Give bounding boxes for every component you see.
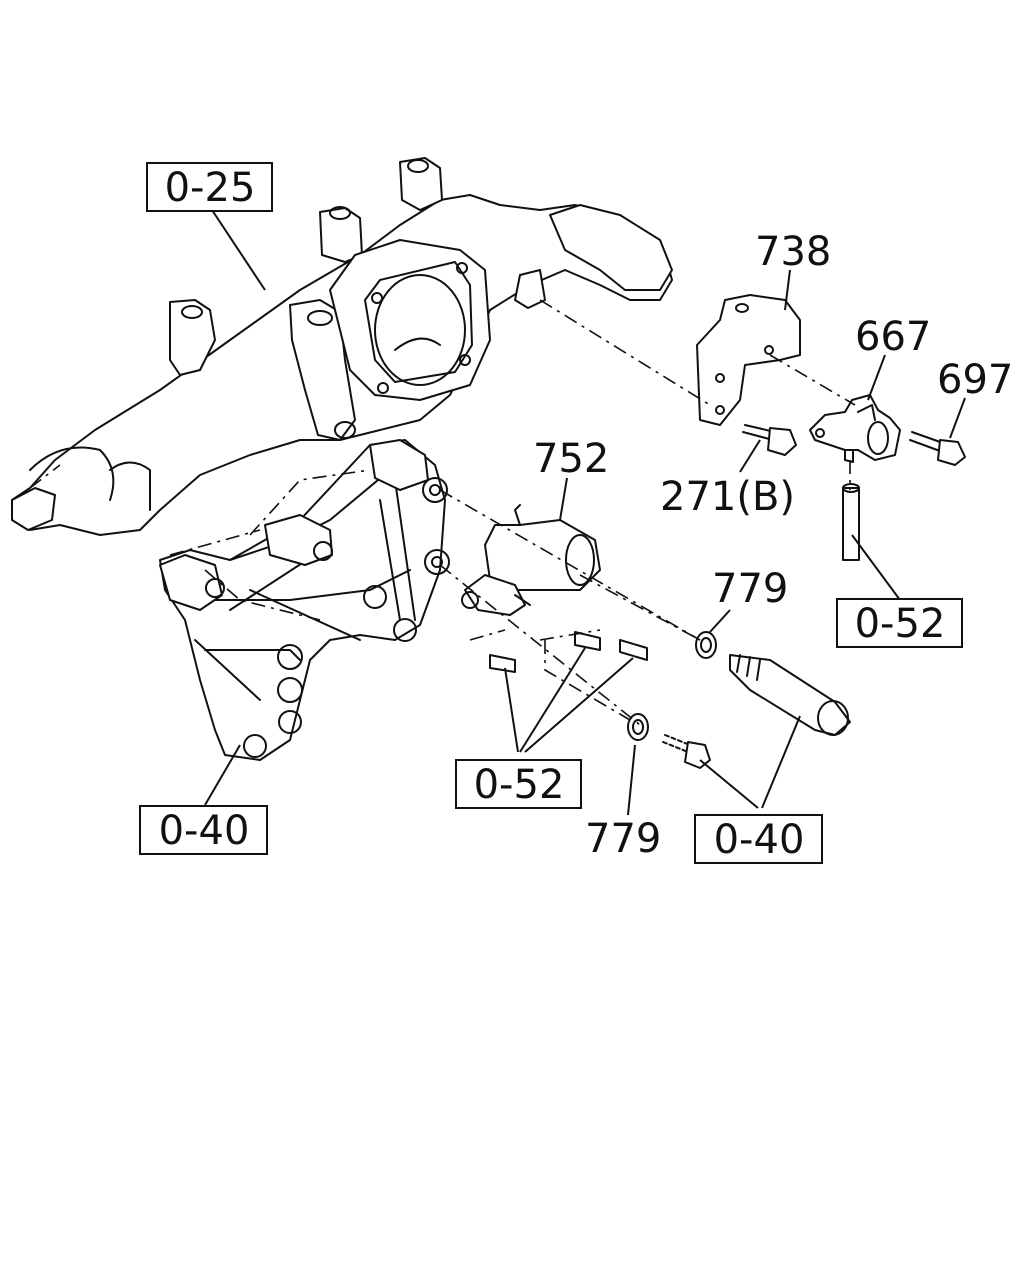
bracket-738 bbox=[696, 294, 801, 426]
assembly-lines bbox=[29, 299, 856, 726]
svg-text:0-40: 0-40 bbox=[159, 808, 250, 854]
part-number-779-upper: 779 bbox=[712, 566, 788, 612]
part-number-697: 697 bbox=[937, 357, 1013, 403]
part-number-779-lower: 779 bbox=[585, 816, 661, 862]
hose-fitting bbox=[729, 654, 851, 736]
part-number-752: 752 bbox=[533, 436, 609, 482]
svg-text:0-52: 0-52 bbox=[855, 601, 946, 647]
manifold bbox=[11, 157, 673, 536]
svg-text:0-52: 0-52 bbox=[474, 762, 565, 808]
callout-0-25: 0-25 bbox=[146, 162, 273, 212]
callout-0-40-right: 0-40 bbox=[694, 814, 823, 864]
svg-text:0-25: 0-25 bbox=[165, 165, 256, 211]
pin-right bbox=[842, 483, 860, 561]
mount-bracket bbox=[159, 439, 450, 761]
valve-752 bbox=[461, 504, 601, 616]
callout-0-52-right: 0-52 bbox=[836, 598, 963, 648]
bolt-697 bbox=[909, 431, 966, 466]
svg-text:0-40: 0-40 bbox=[714, 817, 805, 863]
small-pins bbox=[489, 631, 648, 673]
o-ring-upper bbox=[695, 631, 717, 659]
sensor-667 bbox=[809, 394, 901, 463]
callout-0-40-left: 0-40 bbox=[139, 805, 268, 855]
part-number-738: 738 bbox=[755, 229, 831, 275]
part-number-667: 667 bbox=[855, 314, 931, 360]
leader-lines bbox=[204, 209, 966, 816]
part-number-271b: 271(B) bbox=[660, 474, 795, 520]
bolt-271b bbox=[742, 424, 797, 456]
callout-0-52-center: 0-52 bbox=[455, 759, 582, 809]
o-ring-lower bbox=[627, 713, 649, 741]
